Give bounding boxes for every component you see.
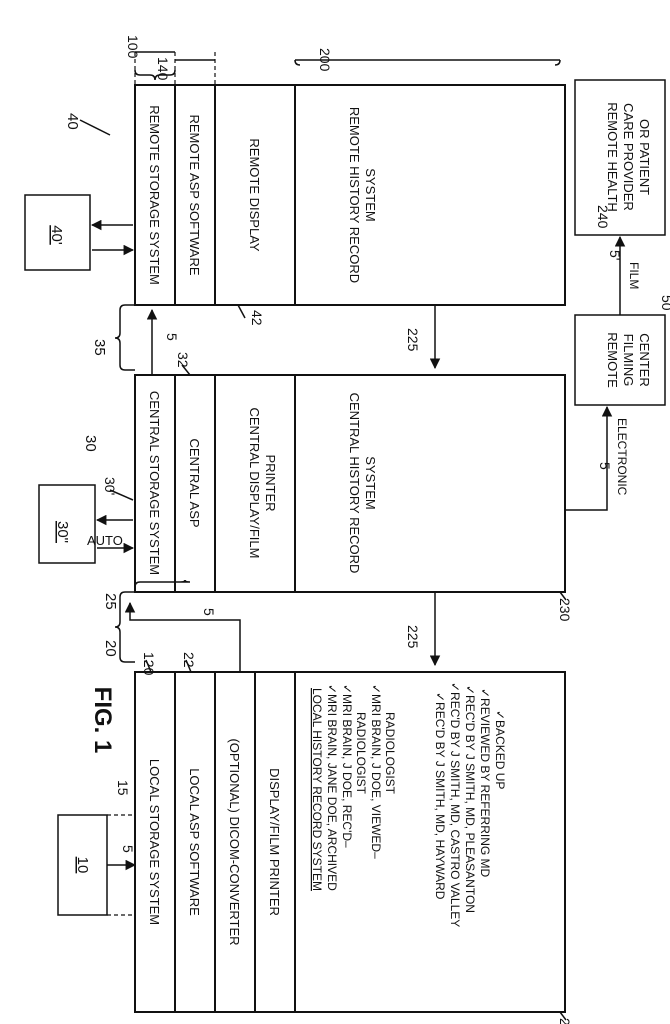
remote-history-line1: REMOTE HISTORY RECORD [347,107,362,283]
remote-display: REMOTE DISPLAY [247,138,262,252]
remote-filming-center: REMOTE FILMING CENTER [575,315,665,405]
filming-line2: FILMING [621,334,636,387]
history-line: ✓MRI BRAIN, J DOE, REC'D– [340,684,354,848]
remote-asp-software: REMOTE ASP SOFTWARE [187,114,202,275]
filming-line1: REMOTE [605,332,620,388]
remote-provider-box: REMOTE HEALTH CARE PROVIDER OR PATIENT [575,80,665,235]
ref-5-left: 5 [120,845,136,853]
ref-5-mid: 5 [201,608,217,616]
ref-35: 35 [91,339,108,356]
display-film-printer: DISPLAY/FILM PRINTER [267,768,282,916]
ref-225-b: 225 [405,328,421,352]
history-line: ✓REC'D BY J SMITH, MD, CASTRO VALLEY [448,682,462,927]
history-line: RADIOLOGIST [354,712,368,795]
box-30pp: 30" [39,485,95,563]
central-storage-system: CENTRAL STORAGE SYSTEM [147,391,162,575]
filming-line3: CENTER [637,333,652,386]
ref-40p: 40' [48,225,65,245]
provider-line2: CARE PROVIDER [621,103,636,211]
central-display-line2: PRINTER [263,454,278,511]
ref-5-c: 5 [164,333,180,341]
dicom-converter: (OPTIONAL) DICOM-CONVERTER [227,738,242,945]
ref-30pp: 30" [54,521,71,543]
ref-5-e: 5 [597,462,613,470]
ref-10: 10 [74,857,91,874]
history-line: ✓REC'D BY J SMITH, MD, PLEASANTON [463,685,477,913]
history-line: ✓REVIEWED BY REFERRING MD [478,688,492,878]
central-display-line1: CENTRAL DISPLAY/FILM [247,408,262,559]
central-history-line1: CENTRAL HISTORY RECORD [347,393,362,574]
central-history-line2: SYSTEM [363,456,378,509]
ref-15: 15 [115,780,131,796]
ref-230: 230 [557,598,573,622]
history-line: ✓REC'D BY J SMITH, MD, HAYWARD [433,692,447,900]
ref-40: 40 [64,113,81,130]
local-block: LOCAL STORAGE SYSTEM LOCAL ASP SOFTWARE … [135,672,565,1012]
box-10: 10 [58,815,107,915]
ref-20: 20 [102,640,119,657]
provider-line3: OR PATIENT [637,119,652,195]
ref-25: 25 [102,593,119,610]
ref-30: 30 [82,435,99,452]
remote-block: REMOTE STORAGE SYSTEM REMOTE ASP SOFTWAR… [135,85,565,305]
ref-42: 42 [249,310,265,326]
local-asp-software: LOCAL ASP SOFTWARE [187,768,202,916]
remote-storage-system: REMOTE STORAGE SYSTEM [147,105,162,285]
electronic-label: ELECTRONIC [615,418,629,496]
ref-200: 200 [317,48,333,72]
remote-history-line2: SYSTEM [363,168,378,221]
film-label: FILM [627,262,641,289]
figure-label: FIG. 1 [89,687,116,754]
history-line: RADIOLOGIST [383,712,397,795]
auto-label: AUTO [87,533,123,548]
ref-5-prime: 5' [607,250,623,260]
history-line: ✓MRI BRAIN, JANE DOE, ARCHIVED [325,684,339,891]
ref-100: 100 [125,35,141,59]
history-line: ✓BACKED UP [493,710,507,789]
ref-50: 50 [659,295,670,311]
local-history-title: LOCAL HISTORY RECORD SYSTEM [310,688,324,891]
provider-line1: REMOTE HEALTH [605,102,620,212]
local-storage-system: LOCAL STORAGE SYSTEM [147,759,162,925]
history-line: ✓MRI BRAIN, J DOE, VIEWED– [369,684,383,859]
box-40p: 40' [25,195,90,270]
central-block: CENTRAL STORAGE SYSTEM CENTRAL ASP CENTR… [135,375,565,592]
central-asp: CENTRAL ASP [187,438,202,527]
brace-35 [115,305,125,370]
ref-225-a: 225 [405,625,421,649]
ref-120: 120 [141,652,157,676]
ref-140: 140 [155,57,171,81]
arrow-electronic [565,407,607,510]
